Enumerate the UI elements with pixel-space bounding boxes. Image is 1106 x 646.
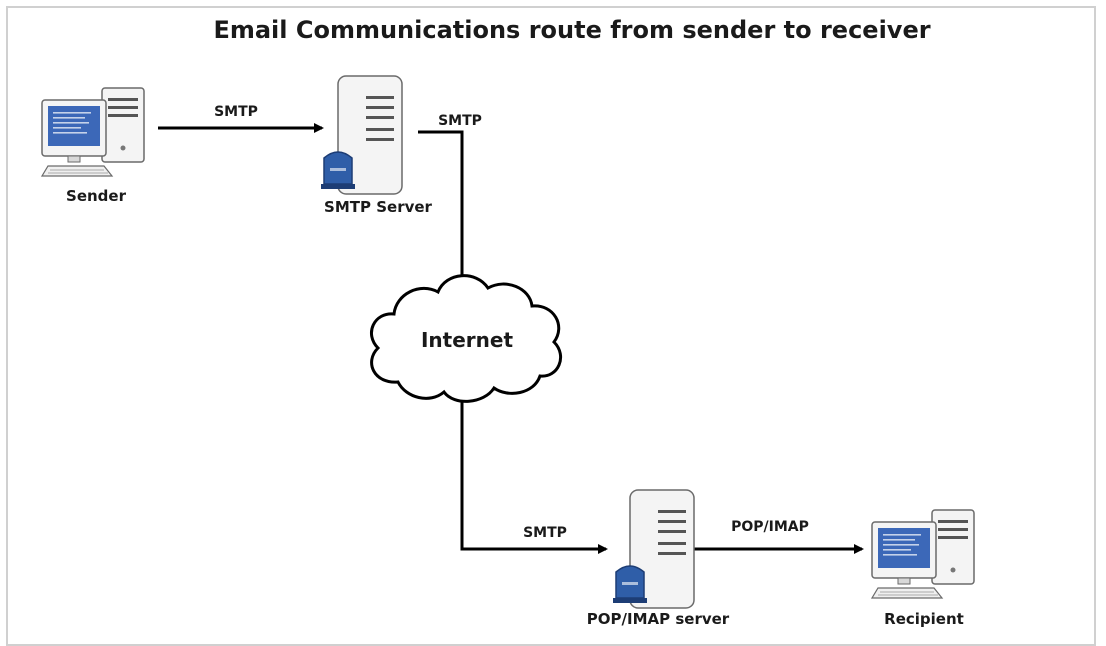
recipient-label: Recipient bbox=[884, 610, 964, 628]
internet-label: Internet bbox=[421, 328, 513, 352]
sender-node: Sender bbox=[41, 87, 145, 205]
edge-smtp-server-to-internet bbox=[418, 130, 464, 275]
edge-label-internet-pop: SMTP bbox=[523, 525, 567, 541]
edge-label-pop-recipient: POP/IMAP bbox=[731, 519, 809, 535]
cloud-icon bbox=[369, 274, 562, 403]
recipient-node: Recipient bbox=[871, 509, 975, 628]
internet-node: Internet bbox=[369, 274, 562, 403]
sender-label: Sender bbox=[66, 187, 127, 205]
edge-label-smtp-internet: SMTP bbox=[438, 113, 482, 129]
desktop-computer-icon bbox=[871, 509, 975, 599]
pop-imap-server-node: POP/IMAP server bbox=[587, 489, 730, 628]
edge-label-sender-smtp: SMTP bbox=[214, 104, 258, 120]
smtp-server-node: SMTP Server bbox=[320, 75, 433, 216]
edge-internet-to-pop-server bbox=[460, 386, 608, 554]
email-route-diagram: Email Communications route from sender t… bbox=[41, 16, 975, 628]
server-mailbox-icon bbox=[612, 489, 695, 609]
smtp-server-label: SMTP Server bbox=[324, 198, 433, 216]
diagram-title: Email Communications route from sender t… bbox=[213, 16, 930, 44]
pop-imap-server-label: POP/IMAP server bbox=[587, 610, 730, 628]
desktop-computer-icon bbox=[41, 87, 145, 177]
server-mailbox-icon bbox=[320, 75, 403, 195]
